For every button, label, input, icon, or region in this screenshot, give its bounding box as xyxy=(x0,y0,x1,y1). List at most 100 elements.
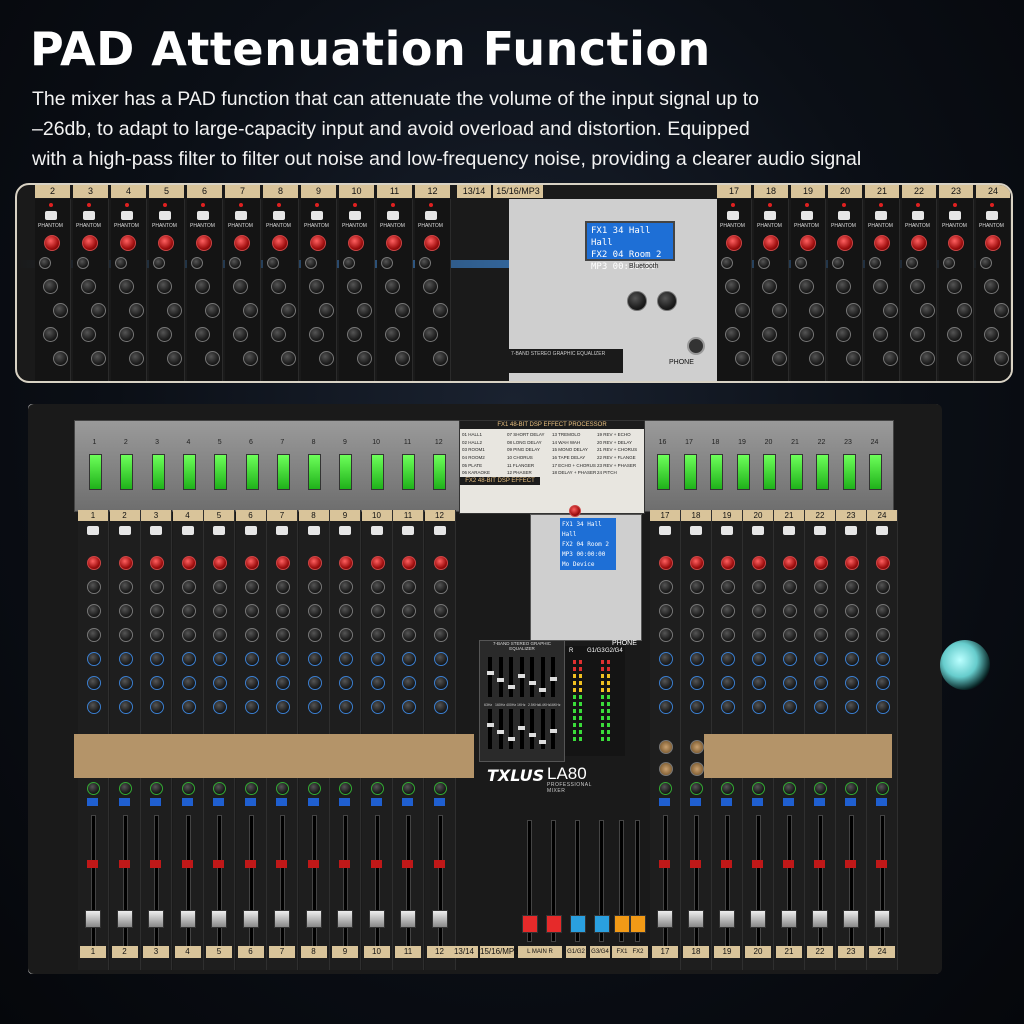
eq-knob[interactable] xyxy=(752,652,766,666)
solo-button[interactable] xyxy=(845,860,856,868)
eq-knob[interactable] xyxy=(339,700,353,714)
pad-knob[interactable] xyxy=(191,257,203,269)
eq-knob[interactable] xyxy=(799,327,814,342)
eq-knob[interactable] xyxy=(690,580,704,594)
phantom-48v-button[interactable] xyxy=(370,526,383,535)
pan-knob[interactable] xyxy=(783,782,796,795)
eq-knob[interactable] xyxy=(385,327,400,342)
pan-knob[interactable] xyxy=(276,782,289,795)
pad-knob[interactable] xyxy=(77,257,89,269)
eq-knob[interactable] xyxy=(783,676,797,690)
trim-gain-knob[interactable] xyxy=(276,556,290,570)
eq-knob[interactable] xyxy=(395,303,410,318)
eq-knob[interactable] xyxy=(81,327,96,342)
phantom-48v-button[interactable] xyxy=(45,211,57,220)
eq-knob[interactable] xyxy=(433,303,448,318)
eq-knob[interactable] xyxy=(195,327,210,342)
eq-knob[interactable] xyxy=(118,580,133,594)
channel-fader[interactable] xyxy=(305,910,322,928)
channel-fader[interactable] xyxy=(688,910,704,928)
eq-knob[interactable] xyxy=(181,580,196,594)
eq-knob[interactable] xyxy=(721,652,735,666)
eq-knob[interactable] xyxy=(910,279,925,294)
phantom-48v-button[interactable] xyxy=(402,526,414,535)
phantom-48v-button[interactable] xyxy=(307,526,320,535)
pan-knob[interactable] xyxy=(150,782,163,795)
eq-knob[interactable] xyxy=(845,628,859,642)
phantom-48v-button[interactable] xyxy=(986,211,998,220)
mute-button[interactable] xyxy=(150,798,161,806)
trim-gain-knob[interactable] xyxy=(726,235,742,251)
pan-knob[interactable] xyxy=(307,782,321,795)
eq-knob[interactable] xyxy=(783,628,797,642)
trim-gain-knob[interactable] xyxy=(244,556,259,570)
phantom-48v-button[interactable] xyxy=(752,526,764,535)
phantom-48v-button[interactable] xyxy=(349,211,361,220)
trim-gain-knob[interactable] xyxy=(150,556,164,570)
eq-knob[interactable] xyxy=(181,604,196,618)
eq-knob[interactable] xyxy=(181,700,196,714)
eq-slider[interactable] xyxy=(497,730,504,734)
eq-knob[interactable] xyxy=(402,628,416,642)
pan-knob[interactable] xyxy=(659,782,672,795)
eq-knob[interactable] xyxy=(271,279,286,294)
eq-knob[interactable] xyxy=(910,327,925,342)
eq-knob[interactable] xyxy=(276,628,290,642)
pan-knob[interactable] xyxy=(845,782,858,795)
eq-knob[interactable] xyxy=(53,303,68,318)
eq-knob[interactable] xyxy=(873,327,888,342)
mute-button[interactable] xyxy=(845,798,856,806)
eq-knob[interactable] xyxy=(994,351,1009,366)
eq-knob[interactable] xyxy=(91,351,106,366)
solo-button[interactable] xyxy=(876,860,887,868)
eq-knob[interactable] xyxy=(244,652,259,666)
trim-gain-knob[interactable] xyxy=(783,556,797,570)
trim-gain-knob[interactable] xyxy=(181,556,196,570)
eq-knob[interactable] xyxy=(307,604,322,618)
strip-fx-knob[interactable] xyxy=(627,291,647,311)
trim-gain-knob[interactable] xyxy=(874,235,890,251)
trim-gain-knob[interactable] xyxy=(120,235,136,251)
trim-gain-knob[interactable] xyxy=(348,235,364,251)
eq-knob[interactable] xyxy=(752,580,766,594)
eq-knob[interactable] xyxy=(181,628,196,642)
eq-knob[interactable] xyxy=(309,327,324,342)
pad-knob[interactable] xyxy=(343,257,355,269)
phantom-48v-button[interactable] xyxy=(273,211,285,220)
pan-knob[interactable] xyxy=(433,782,447,795)
eq-knob[interactable] xyxy=(725,279,740,294)
eq-slider[interactable] xyxy=(507,737,515,741)
solo-button[interactable] xyxy=(87,860,98,868)
eq-knob[interactable] xyxy=(799,279,814,294)
eq-knob[interactable] xyxy=(87,676,101,690)
eq-knob[interactable] xyxy=(876,652,890,666)
eq-knob[interactable] xyxy=(721,676,735,690)
pad-knob[interactable] xyxy=(943,257,955,269)
fx-param-knob[interactable] xyxy=(569,505,581,517)
eq-knob[interactable] xyxy=(994,303,1009,318)
eq-knob[interactable] xyxy=(150,676,164,690)
phantom-48v-button[interactable] xyxy=(213,526,225,535)
mute-button[interactable] xyxy=(814,798,825,806)
trim-gain-knob[interactable] xyxy=(82,235,98,251)
phantom-48v-button[interactable] xyxy=(159,211,171,220)
solo-button[interactable] xyxy=(150,860,161,868)
eq-knob[interactable] xyxy=(118,700,133,714)
trim-gain-knob[interactable] xyxy=(911,235,927,251)
eq-knob[interactable] xyxy=(276,700,290,714)
pad-knob[interactable] xyxy=(980,257,992,269)
eq-knob[interactable] xyxy=(157,279,172,294)
eq-knob[interactable] xyxy=(433,628,448,642)
eq-knob[interactable] xyxy=(735,303,750,318)
eq-knob[interactable] xyxy=(307,652,322,666)
eq-knob[interactable] xyxy=(984,279,999,294)
mute-button[interactable] xyxy=(181,798,193,806)
eq-knob[interactable] xyxy=(213,700,227,714)
eq-knob[interactable] xyxy=(433,676,448,690)
eq-knob[interactable] xyxy=(244,604,259,618)
phantom-48v-button[interactable] xyxy=(875,211,887,220)
trim-gain-knob[interactable] xyxy=(272,235,288,251)
phantom-48v-button[interactable] xyxy=(721,526,733,535)
phantom-48v-button[interactable] xyxy=(783,526,795,535)
eq-knob[interactable] xyxy=(307,628,322,642)
